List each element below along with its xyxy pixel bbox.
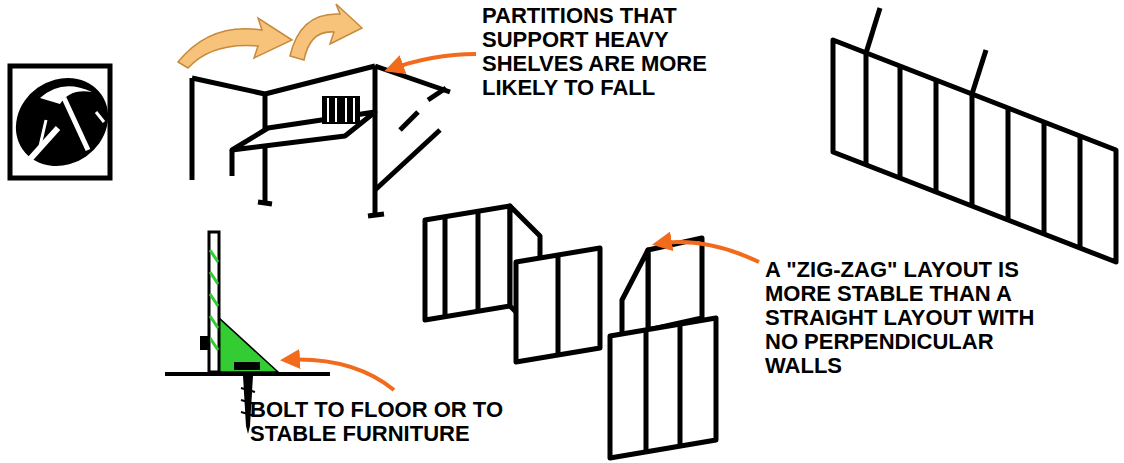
callout-label: PARTITIONS THAT SUPPORT HEAVY SHELVES AR… <box>482 4 744 100</box>
panel-post <box>1042 122 1047 234</box>
hammer-handle <box>64 98 88 150</box>
wall-panel <box>516 248 600 362</box>
panel-post <box>476 211 481 311</box>
panel-post <box>644 330 649 452</box>
icon-blob <box>0 60 125 184</box>
falling-panel <box>400 112 418 130</box>
nail <box>96 112 104 122</box>
panel-post <box>1006 108 1011 220</box>
panel-post <box>934 80 939 192</box>
bolt-head <box>234 362 260 370</box>
falling-panel <box>375 130 440 190</box>
panel-post <box>864 53 869 165</box>
leader-arrow <box>388 54 476 70</box>
book-edge <box>345 98 347 122</box>
tip-arrow <box>178 18 292 68</box>
heavy-books <box>322 96 360 124</box>
zigzag-partition <box>610 238 716 458</box>
slash <box>22 128 58 168</box>
book-edge <box>335 98 337 122</box>
callout-label: BOLT TO FLOOR OR TO STABLE FURNITURE <box>250 398 540 446</box>
panel-top <box>972 50 986 94</box>
tool-icon <box>0 60 125 184</box>
panel-foot <box>258 202 272 204</box>
wall-panel <box>425 206 510 320</box>
book-edge <box>327 98 329 122</box>
falling-panel <box>428 88 446 100</box>
bracket-gusset <box>219 318 278 372</box>
tip-arrow <box>290 4 362 60</box>
bolt-head <box>200 336 210 350</box>
wall-panel <box>648 238 702 330</box>
leader-arrow <box>656 242 759 262</box>
book-edge <box>353 98 355 122</box>
partition-post <box>209 232 219 372</box>
zigzag-partition <box>425 206 600 362</box>
straight-partition <box>833 8 1116 262</box>
panel-foot <box>368 214 384 216</box>
leader-arrow <box>284 360 394 390</box>
panel-post <box>190 78 195 180</box>
callout-label: A "ZIG-ZAG" LAYOUT IS MORE STABLE THAN A… <box>765 258 1067 378</box>
wall-panel <box>610 318 716 458</box>
panel-post <box>556 255 561 355</box>
panel-post <box>443 217 448 317</box>
panel-post <box>898 66 903 178</box>
panel-post <box>678 324 683 446</box>
panel-top <box>866 8 880 53</box>
post-stripes <box>210 250 218 350</box>
panel-post <box>1078 136 1083 248</box>
panel-top <box>375 66 450 92</box>
book-stack <box>322 96 360 124</box>
cubicle <box>192 66 450 216</box>
panel-post <box>373 66 378 215</box>
panel-post <box>970 94 975 206</box>
panel-top <box>192 66 375 94</box>
shelf-bracket <box>230 150 235 176</box>
wall-panel <box>833 40 1116 262</box>
